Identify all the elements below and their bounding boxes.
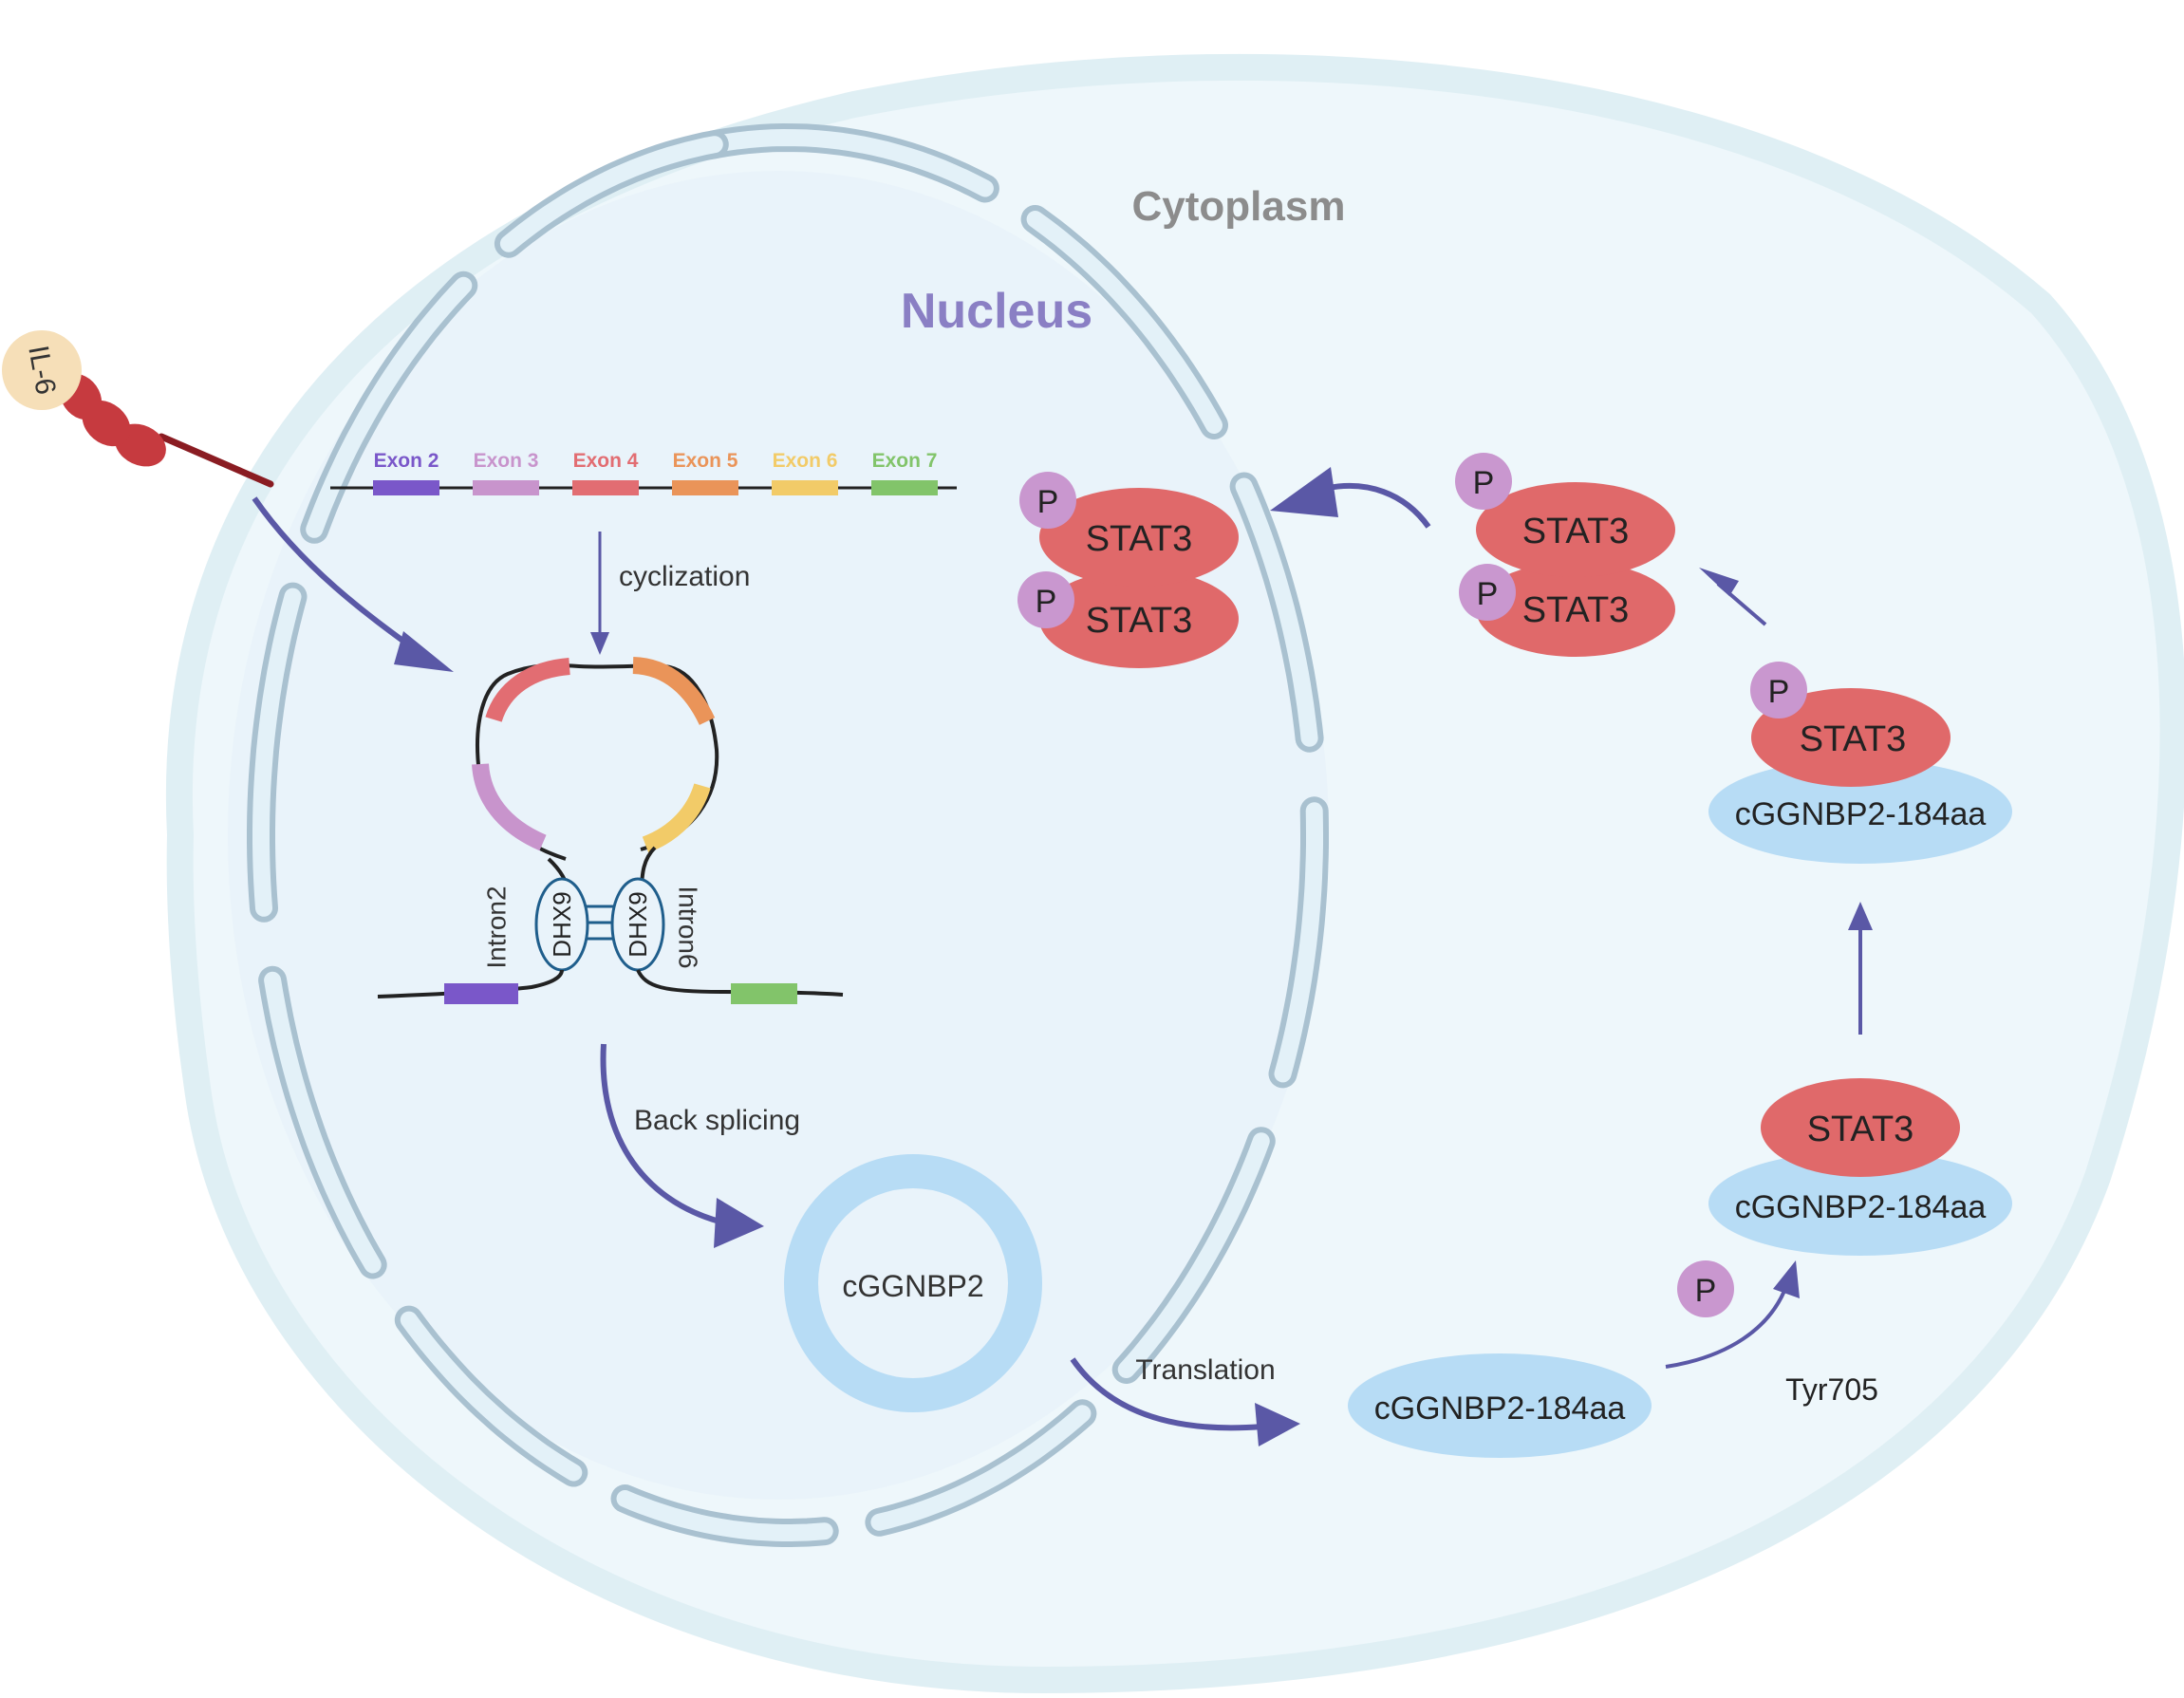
- exon-block-3: [473, 480, 539, 495]
- exon-block-6: [772, 480, 838, 495]
- exon-block-7: [871, 480, 938, 495]
- phosphate-free-label: P: [1695, 1273, 1717, 1309]
- exon-block-2: [373, 480, 439, 495]
- cyto-dimer-stat3-upper-label: STAT3: [1522, 512, 1630, 551]
- dhx9-left-label: DHX9: [548, 891, 576, 957]
- complex-peptide-label: cGGNBP2-184aa: [1735, 1189, 1987, 1225]
- phosphorylation-arrow: [1848, 902, 1873, 1035]
- envelope-segment-lumen: [264, 971, 382, 1274]
- intron-right-label: Intron6: [674, 886, 703, 968]
- circrna-ring: [784, 1154, 1042, 1412]
- nuc-dimer-phosphate-upper: [1019, 472, 1076, 529]
- phosphate-free: [1677, 1260, 1734, 1317]
- exon-label-6: Exon 6: [773, 450, 838, 472]
- exon-label-2: Exon 2: [374, 450, 439, 472]
- exon-label-7: Exon 7: [872, 450, 938, 472]
- nuc-dimer-stat3-upper: [1039, 488, 1239, 587]
- cyto-dimer-phosphate-lower-label: P: [1477, 576, 1499, 612]
- intron-left-label: Intron2: [482, 886, 512, 968]
- back-splicing-arrow: [600, 1043, 764, 1248]
- envelope-segment-lumen: [252, 588, 302, 917]
- peptide-free-label: cGGNBP2-184aa: [1374, 1390, 1626, 1427]
- cyto-dimer-phosphate-upper: [1455, 453, 1512, 510]
- cyclization-arrow: [590, 532, 609, 655]
- exon-block-4: [572, 480, 639, 495]
- cyto-dimer-stat3-upper: [1476, 482, 1675, 577]
- envelope-segment-lumen: [616, 1490, 833, 1541]
- complex-stat3: [1761, 1078, 1960, 1177]
- complex-peptide: [1708, 1151, 2012, 1256]
- loop-exon-4: [485, 658, 570, 723]
- exon-label-3: Exon 3: [474, 450, 539, 472]
- envelope-segment-lumen: [1026, 211, 1223, 434]
- envelope-segment-lumen: [306, 276, 473, 538]
- il6-receptor: [59, 373, 274, 488]
- exon-label-4: Exon 4: [573, 450, 639, 472]
- pcomplex-peptide-label: cGGNBP2-184aa: [1735, 796, 1987, 832]
- dhx9-right-label: DHX9: [624, 891, 652, 957]
- envelope-segment-lumen: [1117, 1132, 1270, 1378]
- cytoplasm-label: Cytoplasm: [1132, 183, 1346, 230]
- nuc-dimer-phosphate-lower: [1017, 571, 1074, 628]
- translation-label: Translation: [1135, 1354, 1275, 1386]
- cyto-dimer-stat3-lower-label: STAT3: [1522, 590, 1630, 630]
- pcomplex-stat3: [1751, 688, 1951, 787]
- lower-strand: [377, 969, 844, 1004]
- tyr705-label: Tyr705: [1785, 1372, 1878, 1407]
- envelope-segment-lumen: [499, 136, 723, 252]
- cyto-dimer-stat3-lower: [1476, 562, 1675, 657]
- envelope-segment-lumen: [870, 1405, 1092, 1531]
- complex-stat3-label: STAT3: [1807, 1110, 1914, 1149]
- exon-block-5: [672, 480, 738, 495]
- cyto-dimer-phosphate-upper-label: P: [1473, 465, 1495, 501]
- nuclear-import-arrow: [1270, 467, 1431, 529]
- dhx9-pair: DHX9 DHX9: [534, 877, 665, 972]
- nucleus-label: Nucleus: [901, 284, 1092, 339]
- nuc-dimer-stat3-lower-label: STAT3: [1086, 601, 1193, 641]
- circrna-label: cGGNBP2: [842, 1269, 983, 1303]
- peptide-free: [1348, 1353, 1652, 1458]
- pcomplex-phosphate-label: P: [1768, 674, 1790, 710]
- nuc-dimer-stat3-upper-label: STAT3: [1086, 519, 1193, 559]
- back-splicing-label: Back splicing: [634, 1105, 800, 1136]
- envelope-segment-lumen: [1235, 477, 1318, 747]
- nuclear-envelope: [247, 122, 1329, 1547]
- pcomplex-phosphate: [1750, 662, 1807, 718]
- nuc-dimer-phosphate-lower-label: P: [1036, 584, 1057, 620]
- exon-label-5: Exon 5: [673, 450, 738, 472]
- cyclization-label: cyclization: [619, 561, 750, 592]
- envelope-segment-lumen: [1274, 802, 1323, 1083]
- loop-exon-3: [472, 763, 547, 851]
- nuc-dimer-phosphate-upper-label: P: [1037, 484, 1059, 520]
- envelope-segment-lumen: [400, 1311, 583, 1482]
- cyto-dimer-phosphate-lower: [1459, 564, 1516, 621]
- loop-exon-6: [642, 783, 711, 853]
- pcomplex-stat3-label: STAT3: [1800, 719, 1907, 759]
- loop-exon-5: [632, 657, 716, 725]
- pcomplex-peptide: [1708, 759, 2012, 864]
- binding-arrow: [1665, 1260, 1800, 1369]
- envelope-segment-lumen: [705, 128, 994, 197]
- translation-arrow: [1070, 1357, 1300, 1446]
- exon-row: Exon 2 Exon 3 Exon 4 Exon 5 Exon 6 Exon 7: [373, 450, 938, 495]
- lower-exon-2: [444, 983, 518, 1004]
- signal-arrow: [252, 496, 454, 672]
- dimerization-arrow: [1699, 568, 1767, 626]
- lower-exon-7: [731, 983, 797, 1004]
- nuc-dimer-stat3-lower: [1039, 569, 1239, 668]
- il6-ligand: IL-6: [2, 330, 82, 410]
